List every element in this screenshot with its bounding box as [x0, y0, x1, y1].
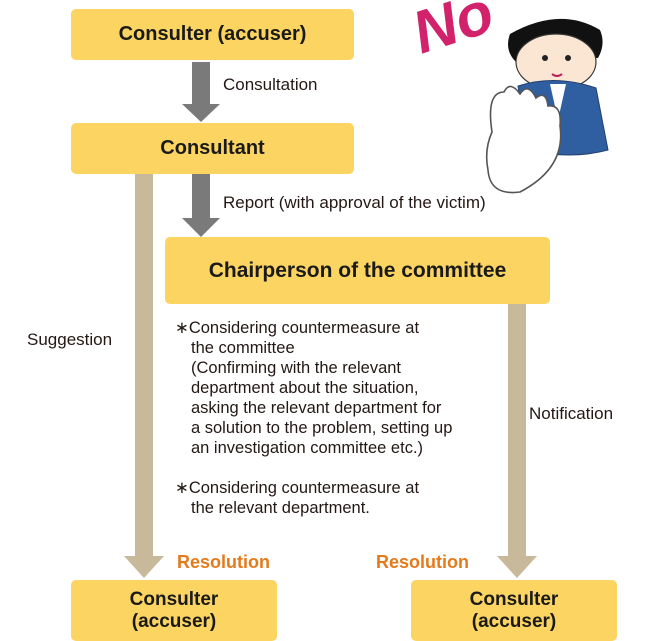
consultation-label: Consultation — [223, 75, 318, 94]
consulter-right-line2: (accuser) — [471, 610, 557, 632]
note1-line3: (Confirming with the relevant — [191, 359, 402, 377]
note1-line1: ∗Considering countermeasure at — [175, 319, 420, 337]
arrow-report — [182, 174, 220, 237]
stamp-text: No — [404, 0, 501, 66]
consulter-right-box: Consulter (accuser) — [411, 580, 617, 641]
note1-line2: the committee — [191, 339, 295, 357]
note1-line7: an investigation committee etc.) — [191, 439, 424, 457]
arrow-notification — [497, 304, 537, 578]
countermeasure-note-department: ∗Considering countermeasure at the relev… — [175, 478, 419, 518]
note1-line4: department about the situation, — [191, 379, 419, 397]
consulter-top-box: Consulter (accuser) — [71, 9, 354, 60]
countermeasure-note-committee: ∗Considering countermeasure at the commi… — [175, 318, 452, 458]
note2-line2: the relevant department. — [191, 499, 370, 517]
consulter-top-label: Consulter (accuser) — [118, 23, 307, 45]
arrow-consultation — [182, 62, 220, 122]
character-illustration: No — [404, 0, 609, 194]
notification-label: Notification — [529, 404, 614, 423]
consultant-label: Consultant — [160, 137, 265, 159]
arrow-suggestion — [124, 174, 164, 578]
note2-line1: ∗Considering countermeasure at — [175, 479, 420, 497]
consulter-left-box: Consulter (accuser) — [71, 580, 277, 641]
consulter-left-line1: Consulter — [129, 588, 219, 610]
resolution-left-label: Resolution — [177, 552, 270, 572]
consulter-left-line2: (accuser) — [131, 610, 217, 632]
note1-line5: asking the relevant department for — [191, 399, 442, 417]
report-label: Report (with approval of the victim) — [223, 193, 486, 212]
chairperson-box: Chairperson of the committee — [165, 237, 550, 304]
consulter-right-line1: Consulter — [469, 588, 559, 610]
resolution-right-label: Resolution — [376, 552, 469, 572]
consultant-box: Consultant — [71, 123, 354, 174]
note1-line6: a solution to the problem, setting up — [191, 419, 453, 437]
chairperson-label: Chairperson of the committee — [208, 258, 507, 282]
suggestion-label: Suggestion — [27, 330, 113, 349]
